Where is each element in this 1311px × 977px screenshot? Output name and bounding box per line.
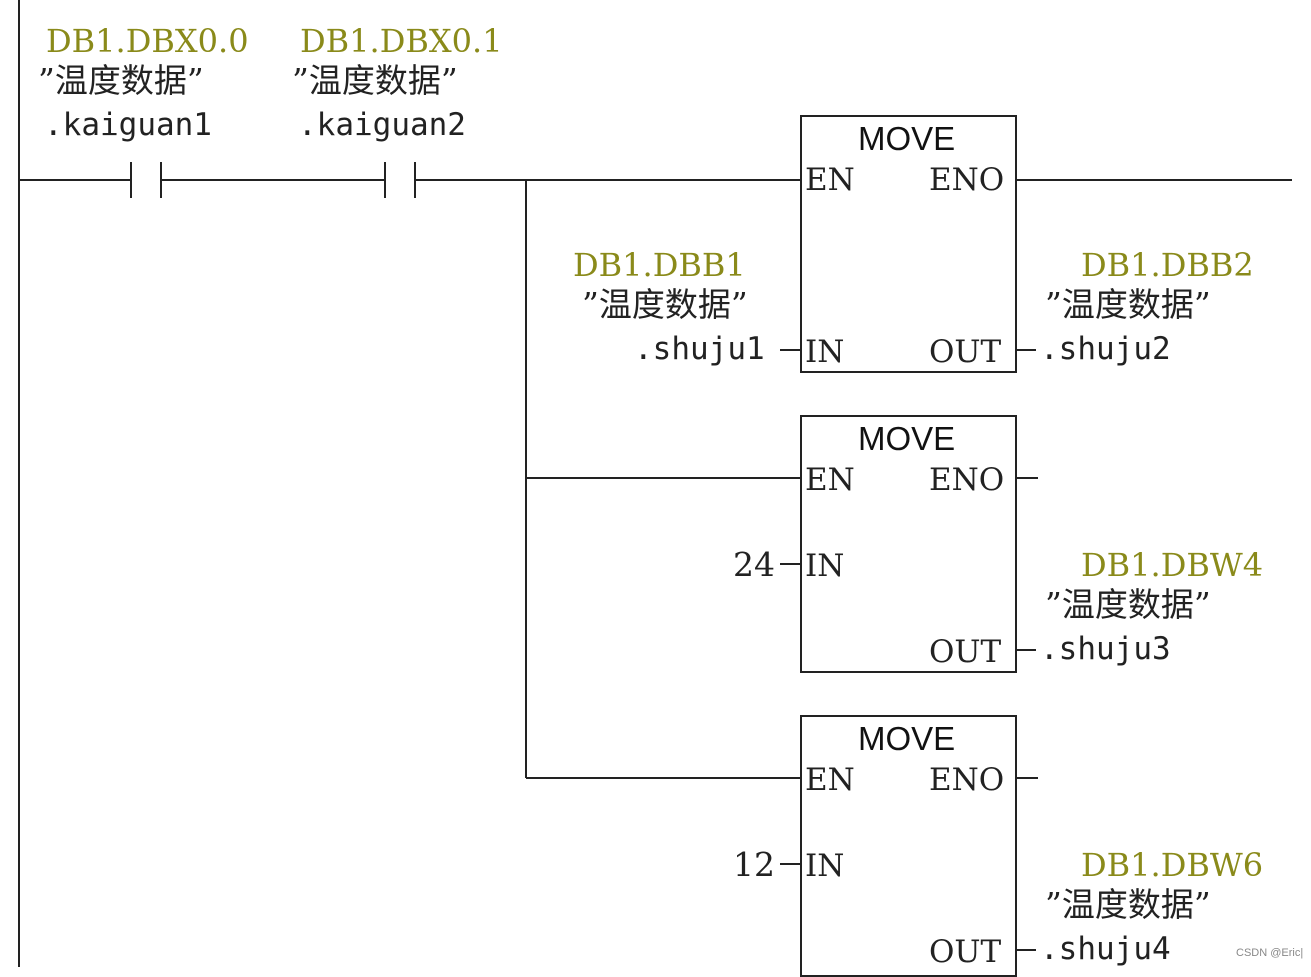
pin-in: IN — [805, 548, 845, 584]
block-1-in-address: DB1.DBB1 — [573, 246, 746, 284]
pin-in: IN — [805, 334, 845, 370]
block-2-out-address: DB1.DBW4 — [1081, 546, 1264, 584]
block-3-out-address: DB1.DBW6 — [1081, 846, 1264, 884]
contact-2-symbol: ”温度数据” — [292, 61, 458, 100]
move-block-3[interactable]: MOVE EN ENO IN OUT — [800, 715, 1017, 977]
pin-en: EN — [805, 762, 855, 798]
block-3-out-symbol: ”温度数据” — [1045, 885, 1211, 924]
move-block-2[interactable]: MOVE EN ENO IN OUT — [800, 415, 1017, 673]
block-3-in-constant: 12 — [733, 845, 775, 884]
block-1-out-symbol: ”温度数据” — [1045, 285, 1211, 324]
move-block-title: MOVE — [858, 120, 956, 157]
block-1-in-symbol: ”温度数据” — [582, 285, 748, 324]
block-1-in-member: .shuju1 — [634, 331, 765, 367]
move-block-title: MOVE — [858, 420, 956, 457]
pin-eno: ENO — [929, 162, 1005, 198]
contact-1-member: .kaiguan1 — [44, 107, 212, 143]
pin-out: OUT — [929, 634, 1002, 670]
pin-in: IN — [805, 848, 845, 884]
block-3-out-member: .shuju4 — [1040, 931, 1171, 967]
pin-eno: ENO — [929, 462, 1005, 498]
contact-1-symbol: ”温度数据” — [38, 61, 204, 100]
contact-2-member: .kaiguan2 — [298, 107, 466, 143]
contact-1-address: DB1.DBX0.0 — [46, 22, 249, 60]
pin-out: OUT — [929, 934, 1002, 970]
pin-en: EN — [805, 462, 855, 498]
watermark: CSDN @Eric| — [1236, 947, 1304, 959]
block-1-out-address: DB1.DBB2 — [1081, 246, 1254, 284]
block-1-out-member: .shuju2 — [1040, 331, 1171, 367]
contact-2-address: DB1.DBX0.1 — [300, 22, 503, 60]
move-block-title: MOVE — [858, 720, 956, 757]
block-2-out-symbol: ”温度数据” — [1045, 585, 1211, 624]
block-2-out-member: .shuju3 — [1040, 631, 1171, 667]
block-2-in-constant: 24 — [733, 545, 775, 584]
pin-en: EN — [805, 162, 855, 198]
pin-eno: ENO — [929, 762, 1005, 798]
pin-out: OUT — [929, 334, 1002, 370]
move-block-1[interactable]: MOVE EN ENO IN OUT — [800, 115, 1017, 373]
